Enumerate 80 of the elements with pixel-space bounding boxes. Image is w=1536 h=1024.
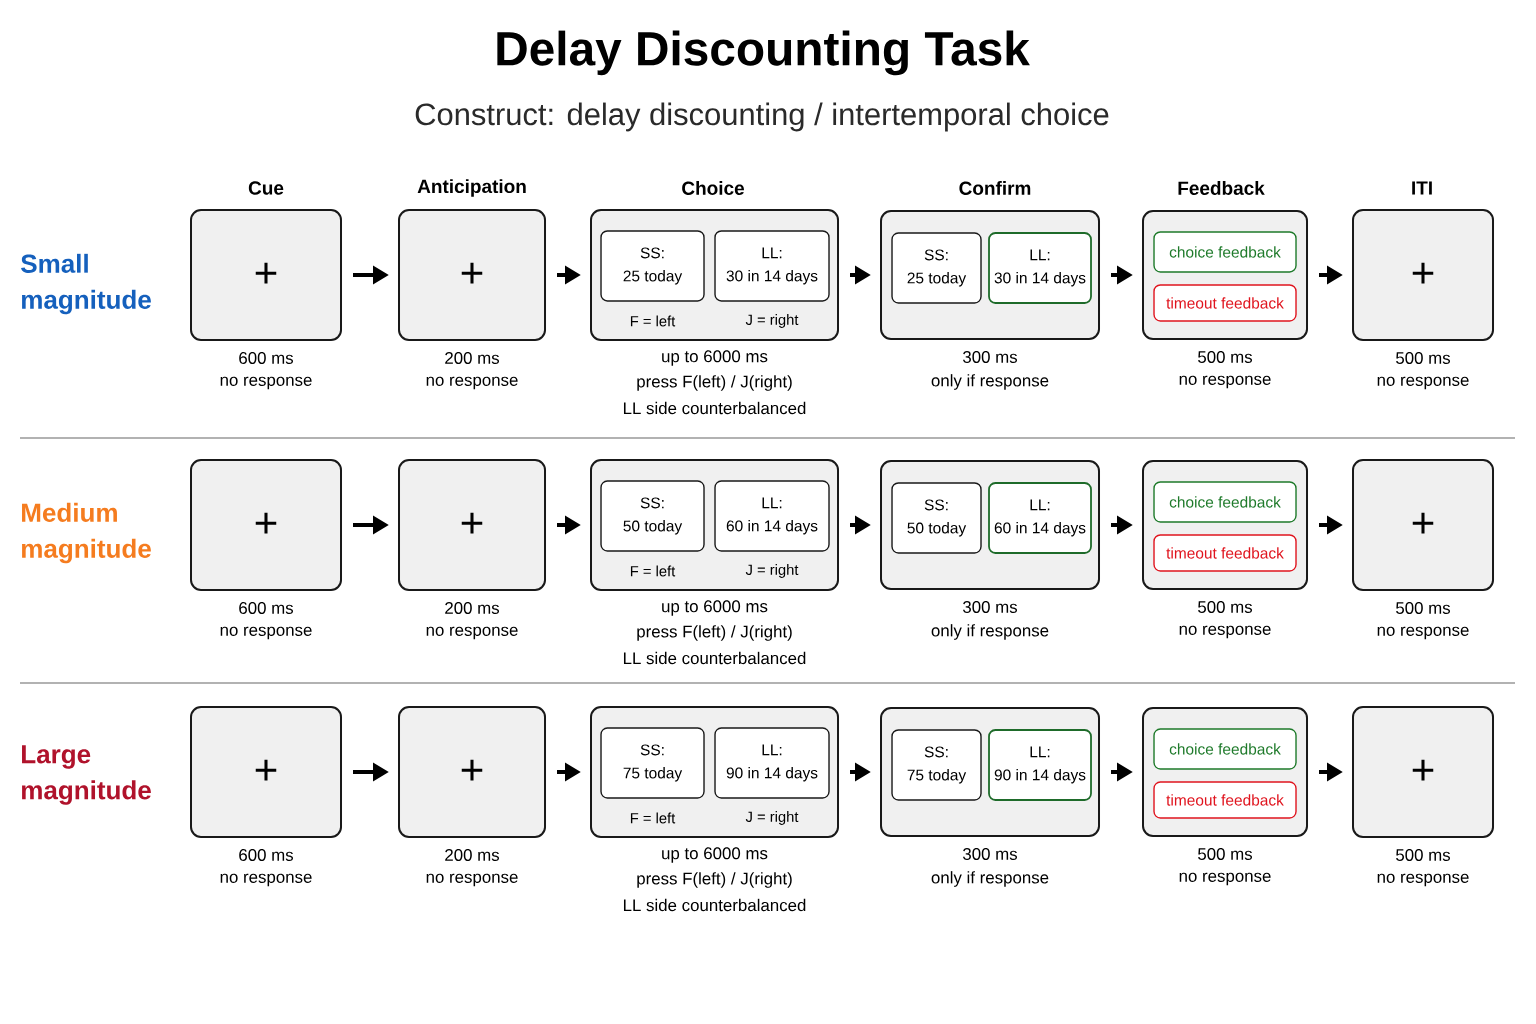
timing-note: no response — [1377, 626, 1469, 640]
fixation-screen: + — [190, 459, 342, 591]
timing-note: only if response — [931, 374, 1049, 390]
title: Delay Discounting Task — [497, 30, 1030, 76]
feedback-box: choice feedback — [1153, 481, 1297, 523]
fixation-screen: + — [190, 706, 342, 838]
timing-note: no response — [426, 626, 518, 640]
timing-note: only if response — [931, 624, 1049, 640]
timing-note: up to 6000 ms — [662, 847, 768, 863]
timing-note: 500 ms — [1396, 602, 1451, 614]
key-label: J = right — [745, 564, 799, 578]
timing-note: 300 ms — [963, 351, 1018, 363]
timing-note: 200 ms — [445, 602, 500, 614]
timing-note: only if response — [931, 871, 1049, 887]
timing-note: no response — [426, 873, 518, 887]
timing-note: no response — [1179, 375, 1271, 389]
timing-note: 600 ms — [239, 849, 294, 861]
feedback-box: timeout feedback — [1153, 284, 1297, 322]
feedback-box: timeout feedback — [1153, 781, 1297, 819]
option-box: SS: 50 today — [891, 482, 982, 554]
timing-note: 200 ms — [445, 352, 500, 364]
fixation-screen: + — [398, 706, 546, 838]
row-label: Medium magnitude — [22, 502, 151, 564]
timing-note: no response — [1179, 872, 1271, 886]
key-label: F = left — [630, 812, 676, 824]
key-label: J = right — [745, 811, 799, 825]
timing-note: 300 ms — [963, 601, 1018, 613]
fixation-screen: + — [1352, 459, 1494, 591]
timing-note: LL side counterbalanced — [624, 651, 806, 665]
subtitle: Construct: delay discounting / intertemporal choice — [415, 102, 1109, 132]
timing-note: no response — [220, 626, 312, 640]
column-header: Confirm — [959, 181, 1031, 195]
timing-note: no response — [1179, 625, 1271, 639]
option-box: SS: 75 today — [891, 729, 982, 801]
timing-note: LL side counterbalanced — [624, 401, 806, 415]
timing-note: 500 ms — [1198, 351, 1253, 363]
timing-note: LL side counterbalanced — [624, 898, 806, 912]
key-label: J = right — [745, 314, 799, 328]
timing-note: press F(left) / J(right) — [637, 872, 792, 888]
fixation-screen: + — [1352, 209, 1494, 341]
timing-note: 500 ms — [1396, 352, 1451, 364]
selected-option-box: LL: 30 in 14 days — [988, 232, 1092, 304]
row-label: Large magnitude — [22, 745, 151, 805]
option-box: LL: 30 in 14 days — [714, 230, 830, 302]
fixation-screen: + — [398, 209, 546, 341]
timing-note: no response — [1377, 376, 1469, 390]
timing-note: no response — [220, 376, 312, 390]
option-box: SS: 25 today — [891, 232, 982, 304]
selected-option-box: LL: 90 in 14 days — [988, 729, 1092, 801]
option-box: SS: 50 today — [600, 480, 705, 552]
key-label: F = left — [630, 315, 676, 327]
column-header: Choice — [682, 181, 744, 195]
timing-note: up to 6000 ms — [662, 600, 768, 616]
timing-note: no response — [426, 376, 518, 390]
selected-option-box: LL: 60 in 14 days — [988, 482, 1092, 554]
feedback-box: choice feedback — [1153, 231, 1297, 273]
timing-note: no response — [1377, 873, 1469, 887]
option-box: SS: 25 today — [600, 230, 705, 302]
timing-note: 500 ms — [1396, 849, 1451, 861]
timing-note: press F(left) / J(right) — [637, 375, 792, 391]
fixation-screen: + — [190, 209, 342, 341]
timing-note: 500 ms — [1198, 848, 1253, 860]
option-box: SS: 75 today — [600, 727, 705, 799]
feedback-box: choice feedback — [1153, 728, 1297, 770]
timing-note: 200 ms — [445, 849, 500, 861]
timing-note: 600 ms — [239, 602, 294, 614]
column-header: Feedback — [1178, 181, 1265, 195]
option-box: LL: 90 in 14 days — [714, 727, 830, 799]
row-label: Small magnitude — [21, 253, 151, 315]
timing-note: press F(left) / J(right) — [637, 625, 792, 641]
key-label: F = left — [630, 565, 676, 577]
timing-note: 500 ms — [1198, 601, 1253, 613]
timing-note: 600 ms — [239, 352, 294, 364]
timing-note: up to 6000 ms — [662, 350, 768, 366]
timing-note: no response — [220, 873, 312, 887]
timing-note: 300 ms — [963, 848, 1018, 860]
feedback-box: timeout feedback — [1153, 534, 1297, 572]
fixation-screen: + — [1352, 706, 1494, 838]
option-box: LL: 60 in 14 days — [714, 480, 830, 552]
fixation-screen: + — [398, 459, 546, 591]
